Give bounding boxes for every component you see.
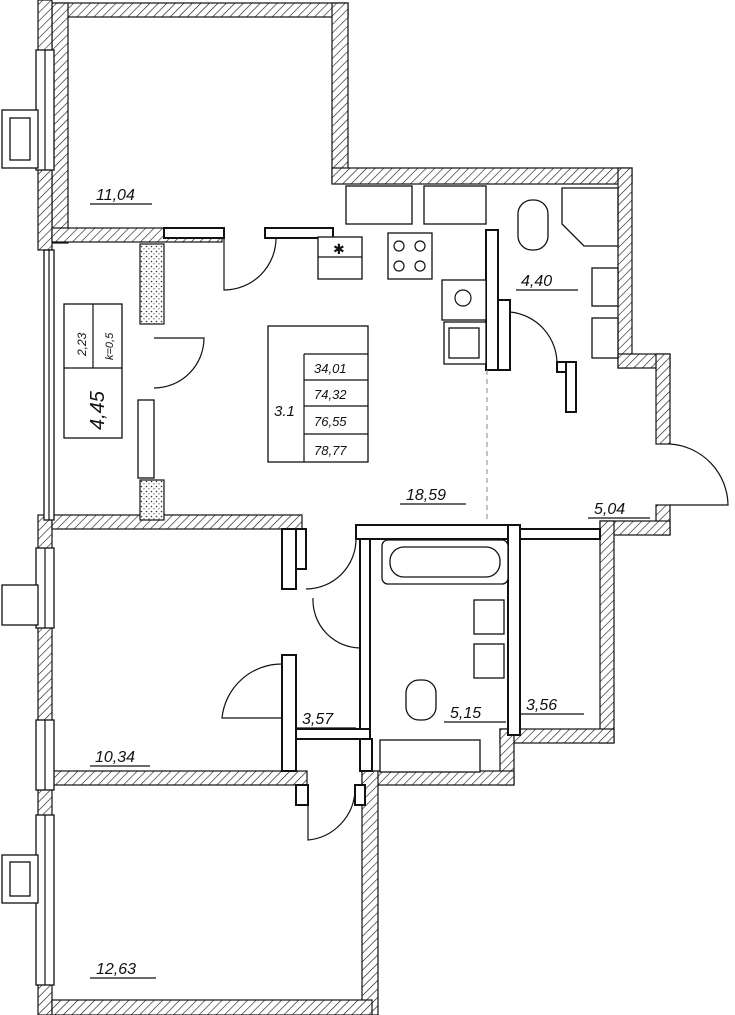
room-labels: 11,04 4,40 18,59 5,04 10,34 3,57 5,15 3,… — [95, 187, 625, 978]
loggia-area: 4,45 — [87, 390, 109, 430]
label-underlines — [90, 203, 650, 979]
doors — [153, 237, 729, 841]
room-area-corridor: 3,57 — [302, 711, 334, 728]
loggia-sub-area: 2,23 — [75, 332, 89, 357]
summary-table: 3.1 34,01 74,32 76,55 78,77 — [267, 325, 369, 463]
interior-walls — [163, 227, 601, 806]
room-area-bedroom-top: 11,04 — [96, 187, 135, 204]
summary-value-2: 74,32 — [314, 387, 347, 402]
svg-text:✱: ✱ — [333, 241, 345, 257]
apartment-code: 3.1 — [274, 403, 295, 420]
summary-value-4: 78,77 — [314, 443, 347, 458]
bathroom-top-fixtures — [345, 185, 619, 359]
kitchen-fixtures: ✱ — [317, 232, 487, 365]
loggia-area-box: 2,23 k=0,5 4,45 — [63, 303, 123, 439]
room-area-storage: 3,56 — [526, 697, 557, 714]
room-area-hall: 5,04 — [594, 501, 625, 518]
outer-walls — [37, 0, 671, 1015]
windows — [1, 49, 155, 986]
room-area-living-kitchen: 18,59 — [406, 487, 446, 504]
bathroom-bottom-fixtures — [379, 539, 509, 773]
room-area-bathroom-top: 4,40 — [521, 273, 552, 290]
loggia-coef: k=0,5 — [104, 332, 116, 360]
room-area-bedroom-bottom: 12,63 — [96, 961, 136, 978]
summary-value-1: 34,01 — [314, 361, 347, 376]
summary-value-3: 76,55 — [314, 414, 347, 429]
room-area-bedroom-middle: 10,34 — [95, 749, 135, 766]
room-area-bathroom-bottom: 5,15 — [450, 705, 481, 722]
